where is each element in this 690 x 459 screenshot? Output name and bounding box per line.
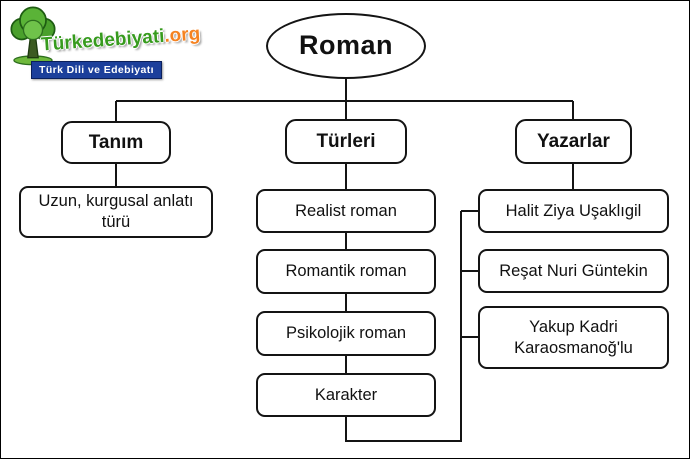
- leaf-yakup-kadri-karaosmanoglu: Yakup Kadri Karaosmanoğ'lu: [478, 306, 669, 369]
- site-name: Türkedebiyati.org: [40, 23, 201, 56]
- branch-yazarlar: Yazarlar: [515, 119, 632, 164]
- site-logo: Türkedebiyati.org Türk Dili ve Edebiyatı: [5, 3, 201, 87]
- leaf-halit-ziya-usakligil: Halit Ziya Uşaklıgil: [478, 189, 669, 233]
- tree-icon: [10, 6, 56, 66]
- branch-turleri: Türleri: [285, 119, 407, 164]
- leaf-resat-nuri-guntekin: Reşat Nuri Güntekin: [478, 249, 669, 293]
- site-name-text: Türkedebiyati: [40, 25, 166, 56]
- leaf-romantik-roman: Romantik roman: [256, 249, 436, 294]
- leaf-psikolojik-roman: Psikolojik roman: [256, 311, 436, 356]
- leaf-tanim-definition: Uzun, kurgusal anlatı türü: [19, 186, 213, 238]
- leaf-karakter: Karakter: [256, 373, 436, 417]
- branch-tanim: Tanım: [61, 121, 171, 164]
- site-tagline: Türk Dili ve Edebiyatı: [31, 61, 162, 79]
- root-node-roman: Roman: [266, 13, 426, 79]
- site-tld-text: .org: [163, 23, 201, 47]
- leaf-realist-roman: Realist roman: [256, 189, 436, 233]
